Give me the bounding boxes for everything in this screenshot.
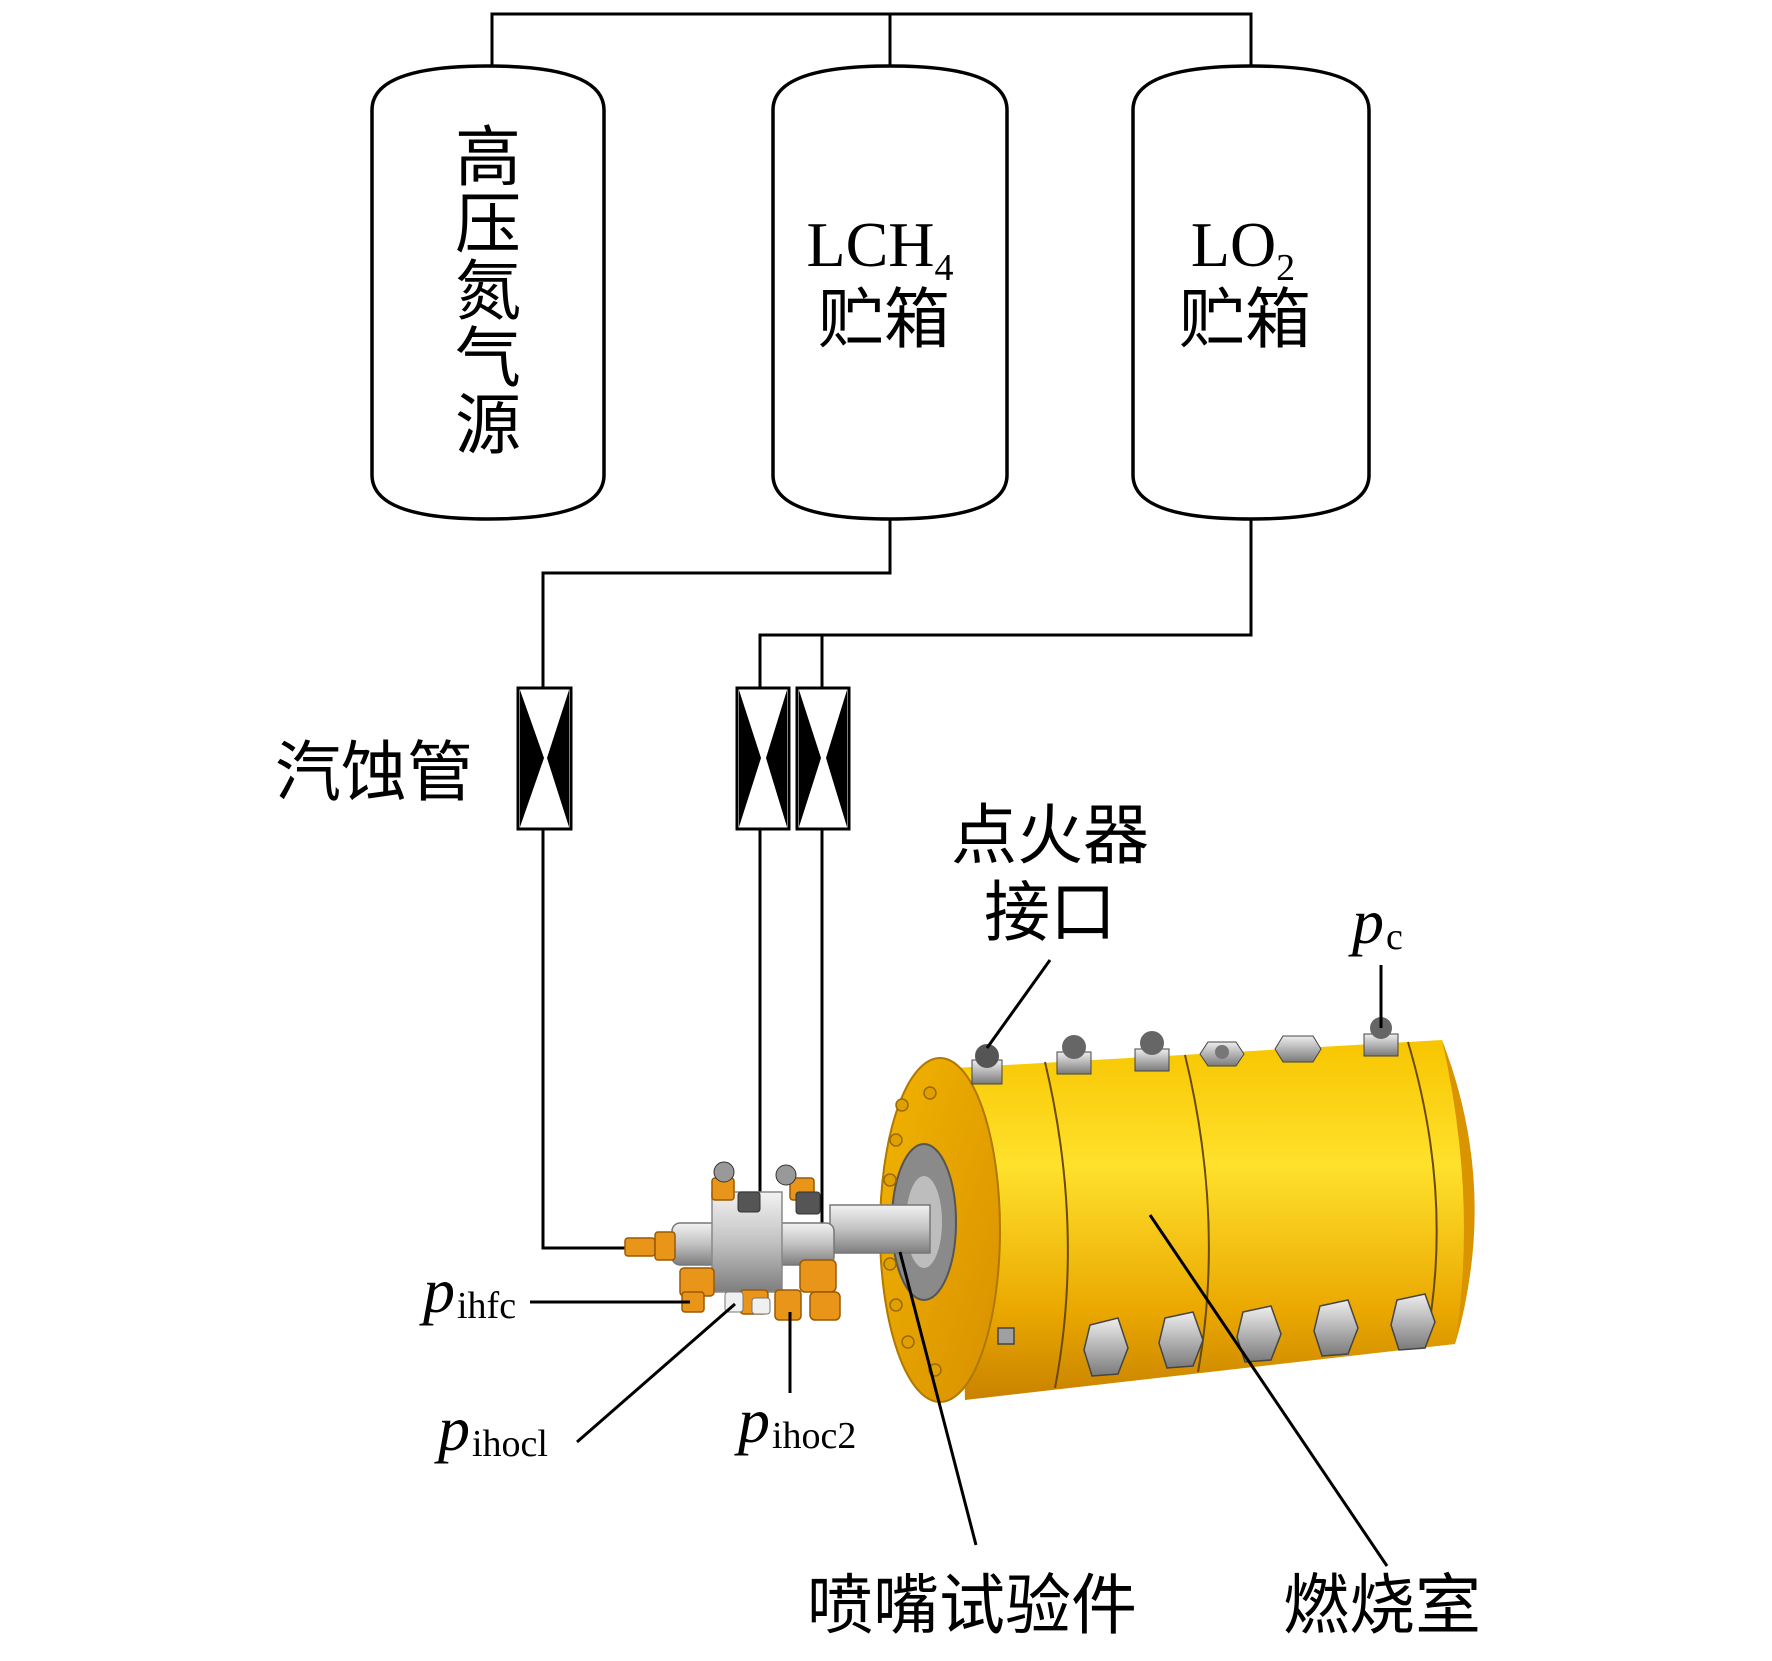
feed-lines	[541, 519, 1253, 1300]
injector-test-piece	[624, 1161, 931, 1321]
cavitating-venturi-label: 汽蚀管	[275, 737, 473, 810]
venturi-oxidizer-2	[795, 686, 851, 831]
combustion-chamber-label: 燃烧室	[1283, 1570, 1481, 1643]
leader-lines	[530, 959, 1389, 1567]
pihoc1-leader	[576, 1302, 736, 1444]
pihoc1-label: pihocl	[434, 1393, 548, 1465]
combustion-chamber-leader	[1148, 1214, 1389, 1567]
lch4-tank-name: LCH4	[807, 209, 954, 289]
nitrogen-tank-char-5: 源	[455, 390, 521, 463]
igniter-port-label-line1: 点火器	[951, 800, 1149, 873]
top-port-fittings	[971, 1017, 1399, 1085]
igniter-port-leader	[985, 959, 1052, 1049]
nitrogen-tank-char-2: 压	[455, 189, 521, 262]
injector-test-piece-leader	[898, 1251, 978, 1546]
venturi-fuel	[516, 686, 573, 831]
lo2-feed-line	[758, 519, 1253, 688]
lch4-tank-caption: 贮箱	[818, 284, 950, 357]
nitrogen-tank-char-4: 气	[455, 323, 521, 396]
pihoc2-label: pihoc2	[734, 1385, 856, 1457]
pihfc-label: pihfc	[419, 1255, 516, 1327]
combustion-chamber	[879, 1017, 1475, 1403]
lch4-feed-line	[541, 519, 892, 688]
nitrogen-source-tank: 高 压 氮 气 源	[370, 64, 606, 521]
igniter-port-label-line2: 接口	[984, 877, 1116, 950]
bottom-bolts	[997, 1293, 1436, 1377]
lch4-line-to-injector	[541, 829, 628, 1250]
lo2-tank-name: LO2	[1191, 209, 1295, 289]
lo2-tank: LO2 贮箱	[1131, 64, 1371, 521]
pc-label: pc	[1348, 886, 1403, 958]
nitrogen-tank-char-1: 高	[455, 122, 521, 195]
venturi-oxidizer-1	[735, 686, 791, 831]
nitrogen-tank-char-3: 氮	[455, 256, 521, 329]
injector-test-piece-label: 喷嘴试验件	[807, 1570, 1137, 1643]
lo2-tank-caption: 贮箱	[1179, 284, 1311, 357]
lch4-tank: LCH4 贮箱	[771, 64, 1009, 521]
pressurant-manifold-line	[490, 12, 1253, 66]
